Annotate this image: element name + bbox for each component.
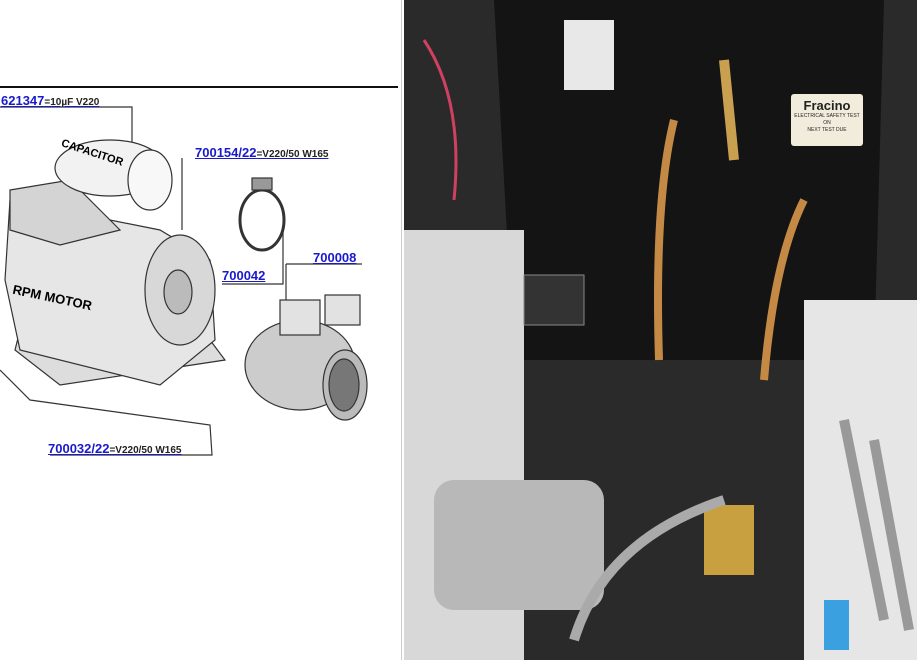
part-700008-link[interactable]: 700008: [313, 250, 357, 265]
part-700154-link[interactable]: 700154/22=V220/50 W165: [195, 145, 329, 160]
part-621347-link[interactable]: 621347=10µF V220: [1, 93, 100, 108]
brand-logo: Fracino: [803, 98, 851, 113]
safety-test-sticker: Fracino ELECTRICAL SAFETY TEST ON NEXT T…: [791, 94, 863, 146]
sticker-line: NEXT TEST DUE: [807, 127, 847, 133]
sticker-line: ELECTRICAL SAFETY TEST: [794, 113, 860, 119]
parts-diagram: CAPACITOR RPM MOTOR 621347=10µF V220 700…: [0, 0, 401, 660]
part-700042-link[interactable]: 700042: [222, 268, 266, 283]
machine-photo: Fracino ELECTRICAL SAFETY TEST ON NEXT T…: [404, 0, 917, 660]
header-rule: [0, 86, 398, 88]
motor-pump-drawing: [0, 106, 368, 456]
divider: [401, 0, 405, 660]
part-700032-link[interactable]: 700032/22=V220/50 W165: [48, 441, 182, 456]
sticker-line: ON: [823, 120, 831, 126]
